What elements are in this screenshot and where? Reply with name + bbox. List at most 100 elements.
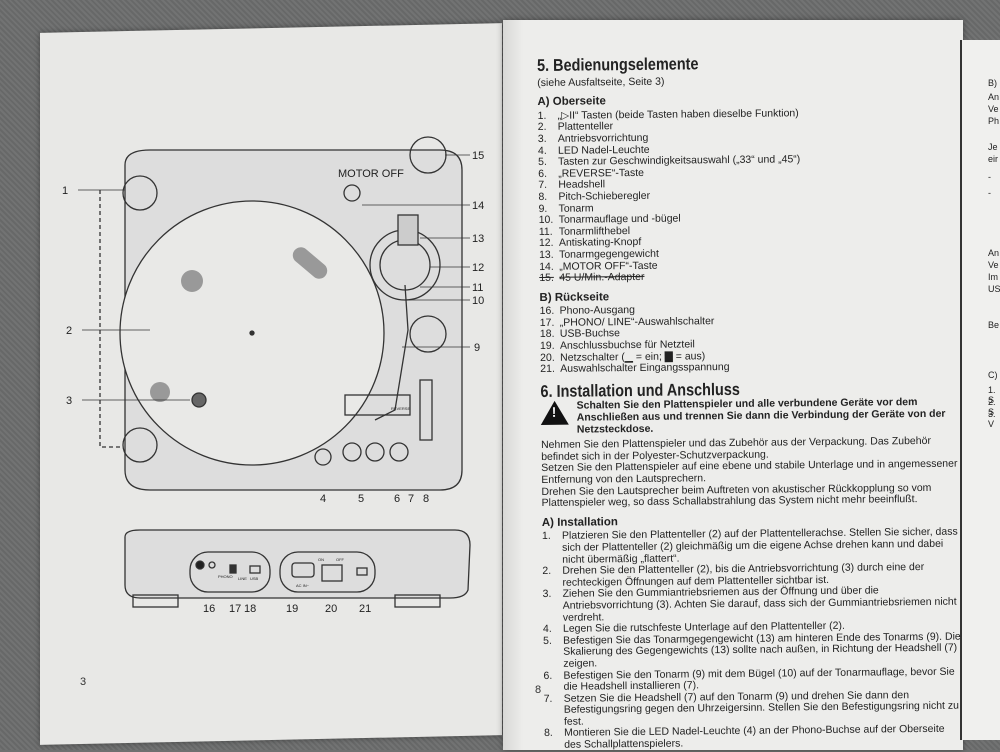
- reverse-label: REVERSE: [391, 406, 410, 411]
- right-page: [503, 20, 963, 750]
- item-text: Platzieren Sie den Plattenteller (2) auf…: [561, 525, 958, 566]
- item-number: 8.: [543, 727, 553, 740]
- list-item: 7. Setzen Sie die Headshell (7) auf den T…: [544, 689, 964, 728]
- play-button-top: [122, 175, 158, 211]
- list-item: 15. 45 U/Min.-Adapter: [539, 269, 959, 285]
- list-item: 3. Ziehen Sie den Gummiantriebsriemen aus…: [543, 585, 963, 624]
- motor-off-button: [343, 184, 361, 202]
- ac-in-label: AC IN~: [296, 583, 310, 588]
- warning-triangle-icon: !: [540, 401, 569, 426]
- text-fragment: Im: [988, 272, 998, 282]
- third-page-edge: [960, 40, 1000, 740]
- section-5-subtitle: (siehe Ausfaltseite, Seite 3): [537, 75, 665, 89]
- item-number: 13.: [538, 248, 554, 261]
- warning-box: ! Schalten Sie den Plattenspieler und al…: [540, 396, 961, 436]
- callout-19: 19: [286, 603, 298, 615]
- text-fragment: Ph: [988, 116, 1000, 126]
- section-6-title: 6. Installation und Anschluss: [540, 379, 740, 401]
- item-number: 21.: [540, 363, 555, 376]
- callout-20: 20: [325, 603, 337, 615]
- section-5-title: 5. Bedienungselemente: [536, 54, 699, 75]
- text-fragment: 2. S: [988, 397, 996, 417]
- item-number: 2.: [542, 565, 552, 578]
- item-number: 5.: [543, 634, 552, 647]
- callout-8: 8: [423, 493, 429, 505]
- list-item: 5. Befestigen Sie das Tonarmgegengewicht …: [543, 630, 963, 670]
- usb-label: USB: [250, 576, 259, 581]
- item-number: 7.: [543, 692, 553, 705]
- line-label: LINE: [238, 576, 247, 581]
- item-text: 45 U/Min.-Adapter: [559, 270, 645, 284]
- callout-numbers: 1 2 3 4 5 6 7 8 9 10 11 12 13 14 15 16 1…: [62, 150, 484, 615]
- item-number: 4.: [542, 623, 552, 636]
- drive-mechanism: [191, 392, 207, 408]
- oberseite-list: 1.„▷II“ Tasten (beide Tasten haben diese…: [538, 106, 960, 284]
- item-number: 3.: [537, 132, 547, 145]
- callout-4: 4: [320, 493, 326, 505]
- phono-label: PHONO: [218, 574, 233, 579]
- item-number: 8.: [538, 190, 548, 203]
- item-text: Montieren Sie die LED Nadel-Leuchte (4) …: [563, 723, 945, 751]
- callout-13: 13: [472, 233, 484, 245]
- item-text: Setzen Sie die Headshell (7) auf den Ton…: [563, 688, 960, 728]
- text-fragment: 1. S: [988, 385, 996, 405]
- item-number: 15.: [539, 271, 554, 285]
- callout-15: 15: [472, 150, 484, 162]
- item-number: 3.: [542, 588, 552, 601]
- item-number: 6.: [543, 669, 553, 682]
- adapter-rest: [409, 315, 447, 353]
- callout-3: 3: [66, 395, 72, 407]
- text-fragment: 3. V: [988, 409, 996, 429]
- warning-text: Schalten Sie den Plattenspieler und alle…: [576, 396, 946, 436]
- callout-2: 2: [66, 325, 72, 337]
- text-fragment: eir: [988, 154, 999, 164]
- installation-steps: 1. Platzieren Sie den Plattenteller (2) a…: [541, 525, 964, 752]
- paragraph: Drehen Sie den Lautsprecher beim Auftret…: [541, 481, 932, 510]
- callout-9: 9: [474, 342, 480, 354]
- callout-6: 6: [394, 493, 400, 505]
- callout-17: 17: [229, 603, 241, 615]
- text-fragment: -: [988, 188, 991, 198]
- callout-1: 1: [62, 185, 68, 197]
- callout-14: 14: [472, 200, 484, 212]
- list-item: 8. Montieren Sie die LED Nadel-Leuchte (4…: [543, 723, 964, 752]
- pitch-slider: [419, 379, 433, 441]
- item-text: Pitch-Schieberegler: [558, 189, 651, 203]
- item-number: 19.: [539, 339, 555, 353]
- turntable-top-view: [99, 136, 463, 491]
- callout-10: 10: [472, 295, 484, 307]
- turntable-rear-view: [124, 529, 471, 608]
- list-item: 1. Platzieren Sie den Plattenteller (2) a…: [541, 525, 962, 566]
- item-text: Befestigen Sie das Tonarmgegengewicht (1…: [563, 630, 961, 670]
- text-fragment: Ve: [988, 104, 999, 114]
- left-page-number: 3: [80, 676, 87, 688]
- text-fragment: C): [988, 370, 998, 380]
- list-item: 21. Auswahlschalter Eingangsspannung: [540, 360, 960, 376]
- item-text: Auswahlschalter Eingangsspannung: [560, 361, 730, 376]
- right-page-content: 5. Bedienungselemente (siehe Ausfaltseit…: [536, 54, 964, 752]
- callout-16: 16: [203, 603, 215, 615]
- callout-7: 7: [408, 493, 414, 505]
- callout-5: 5: [358, 493, 364, 505]
- text-fragment: Je: [988, 142, 998, 152]
- callout-12: 12: [472, 262, 484, 274]
- callout-18: 18: [244, 603, 256, 615]
- item-text: Ziehen Sie den Gummiantriebsriemen aus d…: [562, 584, 957, 624]
- right-page-number: 8: [535, 684, 542, 696]
- callout-21: 21: [359, 603, 371, 615]
- text-fragment: Ve: [988, 260, 999, 270]
- item-number: 1.: [541, 530, 551, 543]
- text-fragment: B): [988, 78, 997, 88]
- text-fragment: An: [988, 248, 1000, 258]
- motor-off-label: MOTOR OFF: [338, 168, 404, 180]
- callout-11: 11: [472, 282, 483, 294]
- play-button-bottom: [122, 427, 158, 463]
- callout-lines: [78, 154, 470, 401]
- off-label: OFF: [336, 557, 345, 562]
- on-label: ON: [318, 557, 324, 562]
- text-fragment: An: [988, 92, 1000, 102]
- text-fragment: US: [988, 284, 1000, 294]
- text-fragment: -: [988, 172, 991, 182]
